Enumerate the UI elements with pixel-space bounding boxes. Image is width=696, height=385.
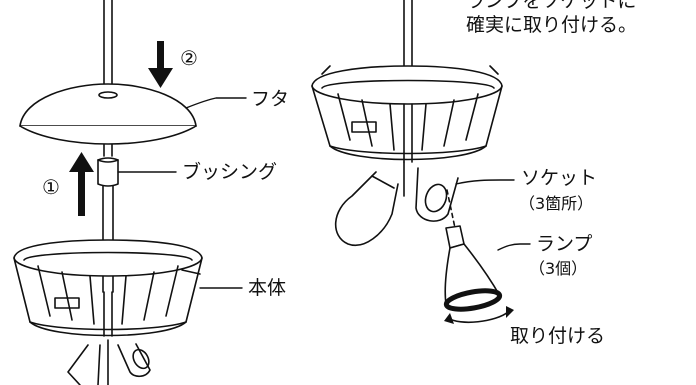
leader-lines-right [455,179,531,251]
leader-lines-left [117,97,247,289]
lamp-being-attached [443,189,503,312]
main-body-bowl [13,239,203,337]
label-bushing: ブッシング [182,161,278,183]
label-socket: ソケット [521,167,598,189]
instruction-line-2: 確実に取り付ける。 [466,14,638,36]
cover-dome [19,83,197,145]
installed-lamps [334,161,459,247]
step-1-marker: ① [42,175,60,199]
left-lamps [67,339,151,385]
label-lamp: ランプ [536,233,593,255]
label-attach: 取り付ける [510,325,606,347]
bushing-part [97,157,119,187]
arrow-down-icon [148,41,173,88]
rotate-arrow-icon [444,306,514,324]
step-2-marker: ② [180,46,198,70]
right-bowl [311,65,503,163]
instruction-line-1: ランプをソケットに [466,0,637,12]
label-cover: フタ [251,88,290,110]
label-socket-count: （3箇所） [519,194,594,213]
label-main-body: 本体 [248,277,287,299]
label-lamp-count: （3個） [529,259,588,278]
arrow-up-icon [69,152,94,216]
